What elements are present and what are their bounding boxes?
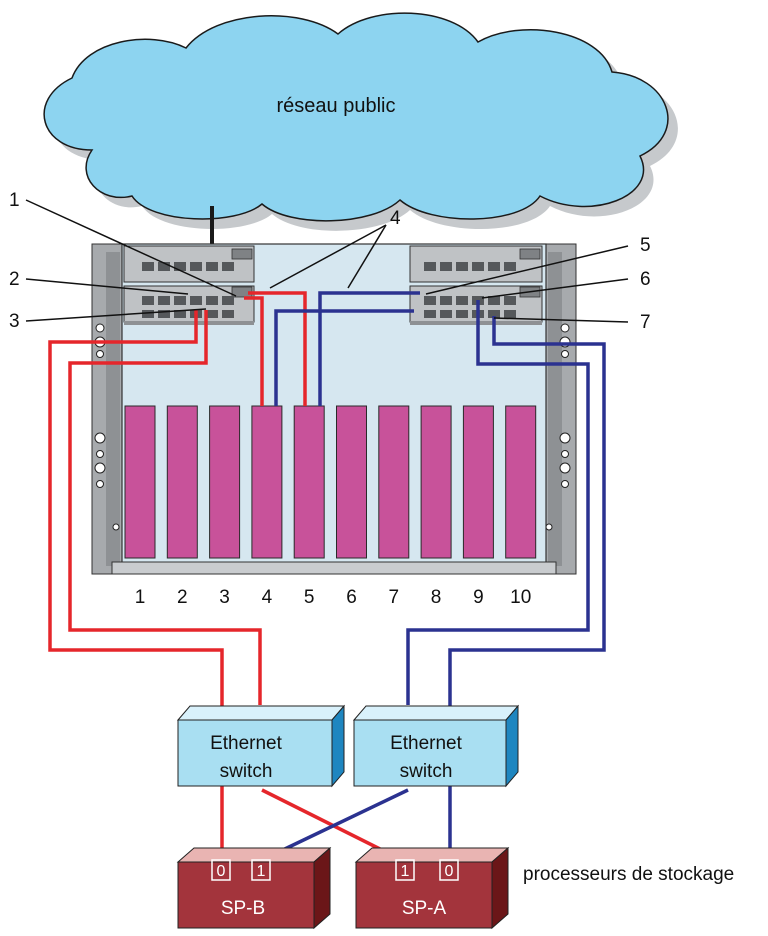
blade-slot-5 xyxy=(293,405,325,559)
callout-4: 4 xyxy=(390,208,401,229)
switch-right-line2: switch xyxy=(400,761,453,782)
cloud-shape xyxy=(43,12,669,222)
spb-label: SP-B xyxy=(221,898,265,919)
slot-number-3: 3 xyxy=(219,587,230,608)
spb-port-0-label: 0 xyxy=(217,863,226,880)
spb-port-1-label: 1 xyxy=(257,863,266,880)
blade-slot-9 xyxy=(462,405,494,559)
red-cable-blade4 xyxy=(244,296,264,406)
slot-number-4: 4 xyxy=(262,587,273,608)
callout-5: 5 xyxy=(640,235,651,256)
red-cable-switch-left-b xyxy=(68,310,262,705)
spa-port-1 xyxy=(395,859,415,881)
callout-leaders xyxy=(25,199,629,323)
slot-number-7: 7 xyxy=(389,587,400,608)
storage-processors-label: processeurs de stockage xyxy=(523,864,734,885)
callout-3: 3 xyxy=(9,311,20,332)
blade-slot-4 xyxy=(251,405,283,559)
slot-numbers: 1 2 3 4 5 6 7 8 9 10 xyxy=(135,587,532,608)
blue-cable-blade5 xyxy=(318,291,420,406)
spa-port-0-label: 0 xyxy=(445,863,454,880)
rail-holes xyxy=(94,323,571,531)
blade-chassis xyxy=(91,243,577,575)
red-cable-blade5 xyxy=(248,291,307,406)
blue-cable-switch-right-b xyxy=(448,316,606,715)
spb-port-0 xyxy=(211,859,231,881)
left-io-modules xyxy=(123,245,255,325)
ethernet-switch-right: Ethernet switch xyxy=(352,704,520,788)
cloud-label: réseau public xyxy=(277,95,396,117)
spa-port-1-label: 1 xyxy=(401,863,410,880)
right-io-modules xyxy=(409,245,543,325)
spa-label: SP-A xyxy=(402,898,447,919)
spa-port-0 xyxy=(439,859,459,881)
slot-number-6: 6 xyxy=(346,587,357,608)
slot-number-8: 8 xyxy=(431,587,442,608)
public-network-cloud: réseau public xyxy=(43,12,678,231)
callout-2: 2 xyxy=(9,269,20,290)
red-cables xyxy=(48,291,399,860)
callout-7: 7 xyxy=(640,312,651,333)
blue-cable-spb-port1 xyxy=(265,788,409,860)
spb-port-1 xyxy=(251,859,271,881)
switch-right-line1: Ethernet xyxy=(390,733,463,754)
switch-left-line1: Ethernet xyxy=(210,733,283,754)
chassis-bottom-trim xyxy=(111,561,557,575)
slot-number-9: 9 xyxy=(473,587,484,608)
blade-slot-8 xyxy=(420,405,452,559)
blade-slot-2 xyxy=(166,405,198,559)
blade-slot-6 xyxy=(336,405,367,559)
ethernet-switch-left: Ethernet switch xyxy=(176,704,346,788)
slot-number-2: 2 xyxy=(177,587,188,608)
blade-slot-1 xyxy=(124,405,156,559)
blade-slot-7 xyxy=(378,405,410,559)
switch-left-line2: switch xyxy=(220,761,273,782)
callout-1: 1 xyxy=(9,190,20,211)
blue-cables xyxy=(265,291,606,860)
chassis-left-rail-inner xyxy=(106,252,120,566)
slot-number-1: 1 xyxy=(135,587,146,608)
blade-slot-10 xyxy=(505,405,537,559)
storage-processor-spa: 1 0 SP-A xyxy=(354,846,510,930)
slot-number-10: 10 xyxy=(510,587,531,608)
callout-6: 6 xyxy=(640,269,651,290)
red-cable-spa-port1 xyxy=(261,788,399,860)
blade-servers xyxy=(124,405,537,559)
storage-processor-spb: 0 1 SP-B xyxy=(176,846,332,930)
chassis-right-rail-inner xyxy=(548,252,562,566)
slot-number-5: 5 xyxy=(304,587,315,608)
blue-cable-blade4 xyxy=(274,309,414,406)
blue-cable-switch-right-a xyxy=(406,300,590,705)
red-cable-switch-left-a xyxy=(48,310,224,715)
blade-slot-3 xyxy=(209,405,241,559)
callout-numbers: 1 2 3 4 5 6 7 xyxy=(9,190,651,333)
